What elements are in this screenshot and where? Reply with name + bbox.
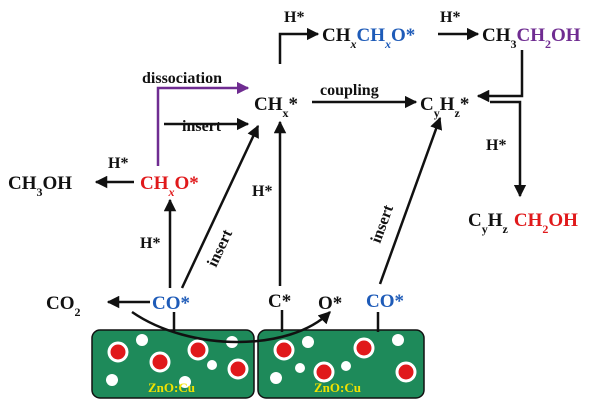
species-co2: CO2 bbox=[46, 293, 81, 319]
label-h-star-right: H* bbox=[486, 137, 506, 154]
arrow-chx-to-chxchxo bbox=[278, 27, 320, 64]
species-c-star: C* bbox=[268, 291, 291, 312]
species-ch3ch2oh: CH3CH2OH bbox=[482, 25, 581, 51]
label-insert-top: insert bbox=[182, 118, 222, 135]
species-o-star: O* bbox=[318, 293, 342, 314]
label-insert-right: insert bbox=[368, 202, 398, 245]
label-coupling: coupling bbox=[320, 82, 379, 99]
label-dissociation: dissociation bbox=[142, 70, 222, 87]
species-chx: CHx* bbox=[254, 94, 298, 120]
arrow-co-insert-cyhz bbox=[378, 116, 443, 285]
species-co-right: CO* bbox=[366, 291, 404, 312]
arrow-cyhz-to-cyhzch2oh bbox=[490, 100, 527, 198]
arrow-co-insert-chx bbox=[180, 124, 260, 289]
arrow-ch3ch2oh-to-cyhz bbox=[476, 50, 524, 103]
species-cyhz: CyHz* bbox=[420, 94, 469, 120]
arrow-co-to-o-curve bbox=[131, 310, 331, 344]
species-ch3oh: CH3OH bbox=[8, 173, 72, 199]
arrow-dissociation bbox=[156, 81, 250, 166]
label-h-star-top-left: H* bbox=[284, 9, 304, 26]
label-h-star-c: H* bbox=[252, 183, 272, 200]
catalyst-label-left: ZnO:Cu bbox=[148, 380, 195, 395]
catalyst-right bbox=[257, 329, 425, 399]
catalyst-label-right: ZnO:Cu bbox=[314, 380, 361, 395]
label-h-star-left: H* bbox=[108, 155, 128, 172]
species-chxo: CHxO* bbox=[140, 173, 199, 199]
species-co-left: CO* bbox=[152, 293, 190, 314]
label-h-star-co: H* bbox=[140, 235, 160, 252]
catalyst-left bbox=[91, 329, 255, 399]
species-chx-chxo: CHxCHxO* bbox=[322, 25, 415, 51]
label-h-star-top-right: H* bbox=[440, 9, 460, 26]
